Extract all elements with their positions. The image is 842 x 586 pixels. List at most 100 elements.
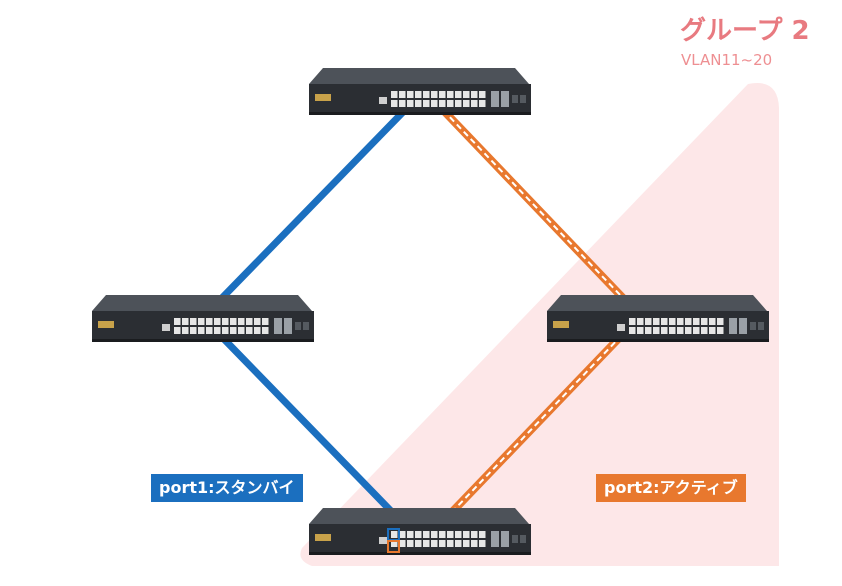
ethernet-port	[423, 91, 430, 98]
ethernet-port	[174, 327, 181, 334]
ethernet-port	[431, 91, 438, 98]
ethernet-port	[479, 91, 486, 98]
ethernet-port	[455, 540, 462, 547]
ethernet-port	[431, 540, 438, 547]
ethernet-port	[423, 100, 430, 107]
ethernet-port	[415, 91, 422, 98]
ethernet-port	[701, 318, 708, 325]
uplink-port	[501, 91, 509, 107]
ethernet-port	[637, 318, 644, 325]
brand-logo	[315, 534, 331, 541]
ethernet-port	[262, 327, 269, 334]
switch-base	[309, 552, 531, 555]
sfp-slot	[520, 95, 526, 103]
sfp-slot	[295, 322, 301, 330]
ethernet-port	[645, 327, 652, 334]
ethernet-port	[439, 91, 446, 98]
group-2-region	[300, 83, 779, 566]
ethernet-port	[685, 318, 692, 325]
console-port	[379, 537, 387, 544]
group-title: グループ 2	[680, 16, 810, 46]
uplink-port	[739, 318, 747, 334]
ethernet-port	[407, 91, 414, 98]
ethernet-port	[479, 531, 486, 538]
ethernet-port	[447, 531, 454, 538]
console-port	[617, 324, 625, 331]
ethernet-port	[423, 531, 430, 538]
switch-top-panel	[309, 68, 529, 84]
ethernet-port	[190, 327, 197, 334]
ethernet-port	[685, 327, 692, 334]
ethernet-port	[669, 327, 676, 334]
sfp-slot	[750, 322, 756, 330]
ethernet-port	[222, 327, 229, 334]
ethernet-port	[423, 540, 430, 547]
ethernet-port	[629, 318, 636, 325]
uplink-port	[501, 531, 509, 547]
ethernet-port	[407, 540, 414, 547]
ethernet-port	[206, 327, 213, 334]
ethernet-port	[399, 540, 406, 547]
switch-top-panel	[92, 295, 312, 311]
standby-link-bottom	[217, 332, 395, 515]
ethernet-port	[198, 327, 205, 334]
ethernet-port	[431, 531, 438, 538]
ethernet-port	[471, 531, 478, 538]
console-port	[162, 324, 170, 331]
ethernet-port	[399, 531, 406, 538]
ethernet-port	[471, 100, 478, 107]
ethernet-port	[637, 327, 644, 334]
active-port-label: port2:アクティブ	[596, 474, 746, 502]
ethernet-port	[391, 540, 398, 547]
ethernet-port	[391, 91, 398, 98]
uplink-port	[284, 318, 292, 334]
switch-right	[547, 295, 769, 342]
switch-top-panel	[547, 295, 767, 311]
ethernet-port	[661, 318, 668, 325]
switch-top	[309, 68, 531, 115]
standby-port-label: port1:スタンバイ	[151, 474, 303, 502]
ethernet-port	[693, 318, 700, 325]
brand-logo	[315, 94, 331, 101]
brand-logo	[553, 321, 569, 328]
ethernet-port	[407, 531, 414, 538]
ethernet-port	[463, 531, 470, 538]
ethernet-port	[174, 318, 181, 325]
ethernet-port	[677, 318, 684, 325]
active-link-top	[440, 107, 626, 301]
ethernet-port	[399, 91, 406, 98]
ethernet-port	[455, 91, 462, 98]
ethernet-port	[653, 318, 660, 325]
sfp-slot	[758, 322, 764, 330]
ethernet-port	[447, 540, 454, 547]
ethernet-port	[415, 531, 422, 538]
uplink-port	[274, 318, 282, 334]
ethernet-port	[182, 327, 189, 334]
ethernet-port	[391, 100, 398, 107]
ethernet-port	[701, 327, 708, 334]
switch-bottom	[309, 508, 531, 555]
ethernet-port	[214, 318, 221, 325]
ethernet-port	[238, 318, 245, 325]
ethernet-port	[190, 318, 197, 325]
ethernet-port	[463, 91, 470, 98]
switch-top-panel	[309, 508, 529, 524]
uplink-port	[491, 91, 499, 107]
uplink-port	[491, 531, 499, 547]
ethernet-port	[399, 100, 406, 107]
ethernet-port	[463, 540, 470, 547]
ethernet-port	[262, 318, 269, 325]
group-vlan-range: VLAN11~20	[681, 51, 773, 69]
ethernet-port	[717, 327, 724, 334]
ethernet-port	[455, 531, 462, 538]
switch-base	[92, 339, 314, 342]
uplink-port	[729, 318, 737, 334]
ethernet-port	[479, 540, 486, 547]
console-port	[379, 97, 387, 104]
ethernet-port	[230, 318, 237, 325]
ethernet-port	[479, 100, 486, 107]
ethernet-port	[254, 327, 261, 334]
ethernet-port	[254, 318, 261, 325]
ethernet-port	[182, 318, 189, 325]
